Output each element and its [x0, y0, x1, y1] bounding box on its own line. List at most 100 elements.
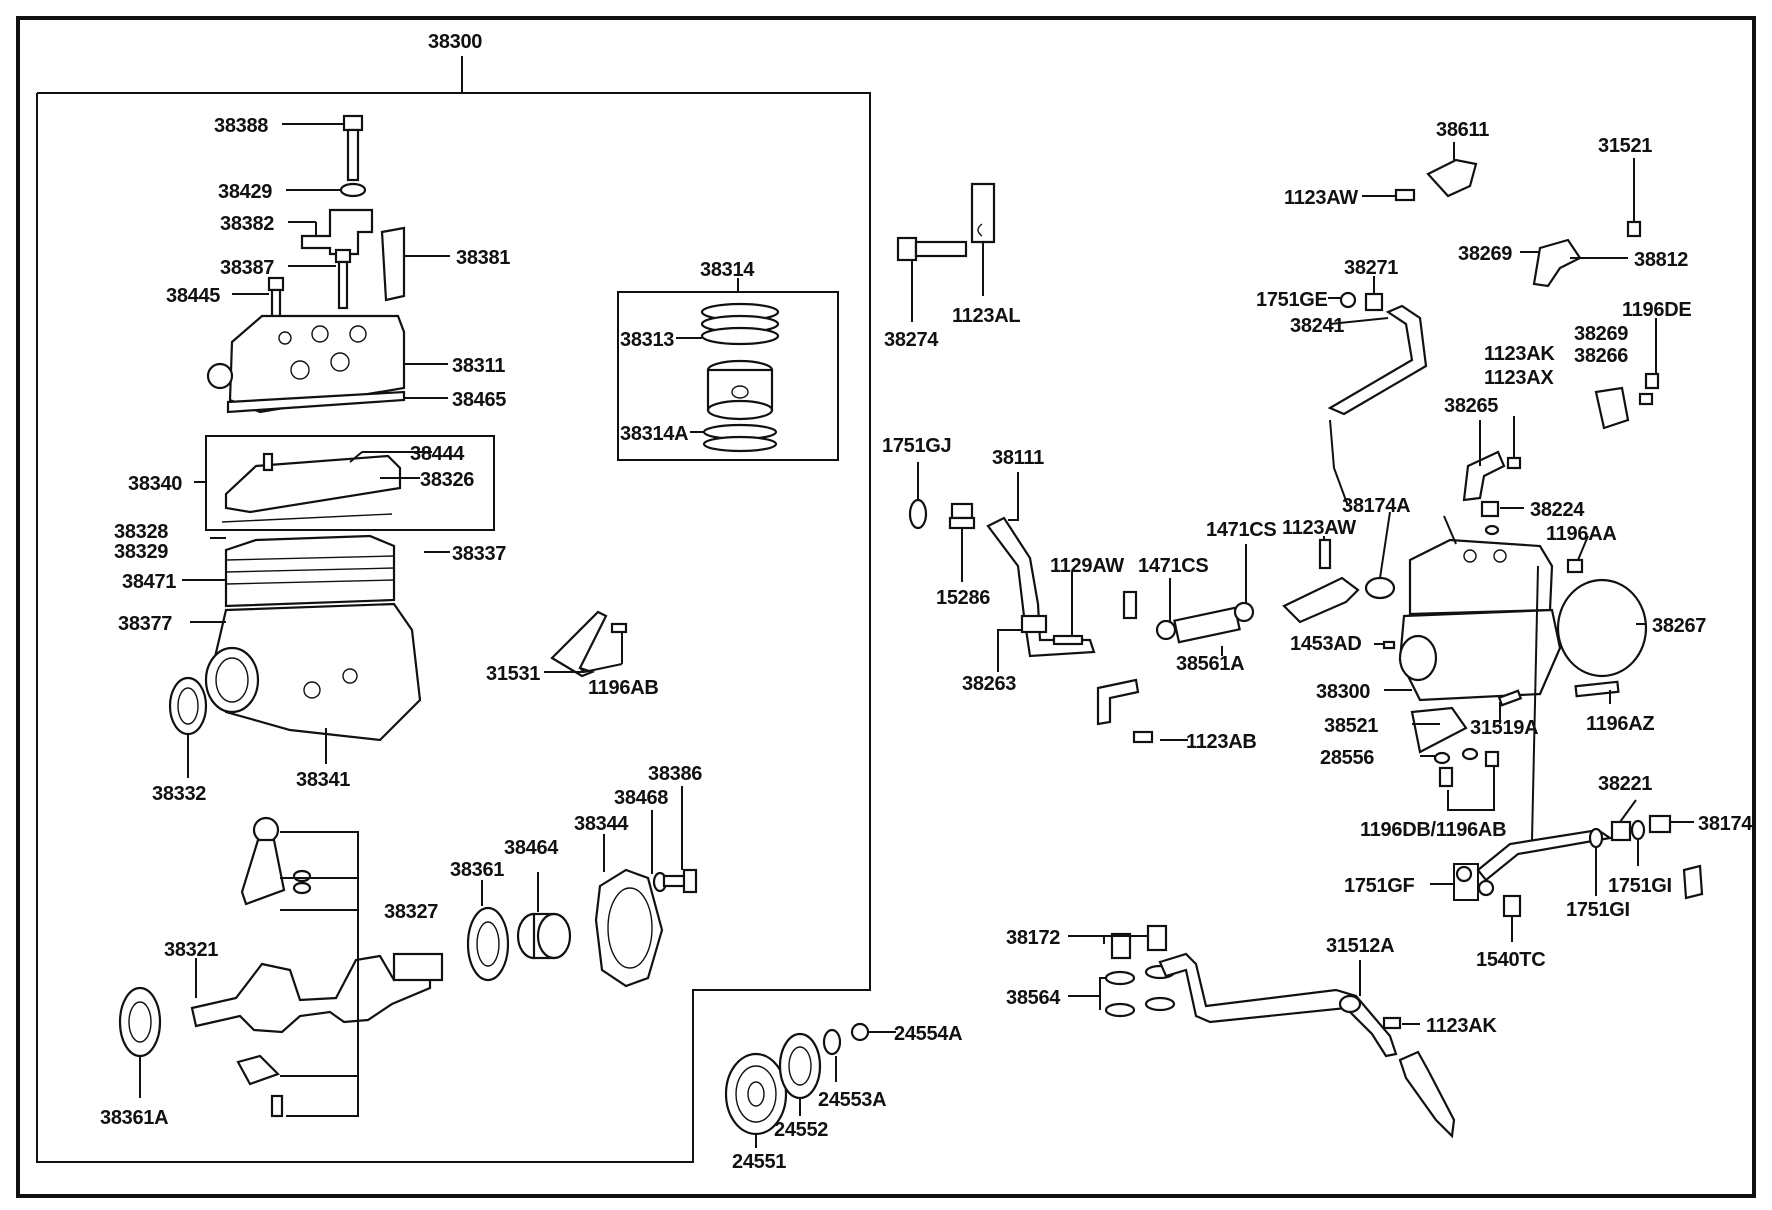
label-38521: 38521 — [1324, 715, 1378, 737]
washer-38564-d — [1144, 996, 1176, 1012]
washer-1751GF-b — [1477, 879, 1495, 897]
screw-1123AB — [1132, 730, 1154, 744]
nut-24554A — [850, 1022, 870, 1042]
bracket-38521 — [1410, 706, 1468, 754]
elbow-38611 — [1426, 158, 1478, 198]
label-1123AW-mid: 1123AW — [1282, 517, 1356, 539]
label-38224: 38224 — [1530, 499, 1585, 521]
label-38332: 38332 — [152, 783, 206, 805]
label-1751GF: 1751GF — [1344, 875, 1415, 897]
label-1123AB: 1123AB — [1186, 731, 1256, 753]
piston-38314 — [706, 359, 774, 421]
fitting-38271 — [1364, 292, 1384, 312]
label-31531: 31531 — [486, 663, 540, 685]
label-38265: 38265 — [1444, 395, 1498, 417]
fitting-38174 — [1648, 814, 1672, 834]
end-cover-38344 — [594, 868, 664, 988]
bracket-38265 — [1462, 450, 1506, 502]
label-1751GI-b: 1751GI — [1566, 899, 1630, 921]
label-38341: 38341 — [296, 769, 350, 791]
tube-38561A — [1173, 606, 1241, 644]
washer-28556-b — [1461, 747, 1479, 761]
label-38267: 38267 — [1652, 615, 1706, 637]
label-24554A: 24554A — [894, 1023, 962, 1045]
label-38464: 38464 — [504, 837, 559, 859]
label-38314A: 38314A — [620, 423, 688, 445]
washer-28556-a — [1433, 751, 1451, 765]
part-labels: 38300 38388 38429 38382 38387 38381 3844… — [100, 31, 1754, 1173]
label-38382: 38382 — [220, 213, 274, 235]
label-38564: 38564 — [1006, 987, 1061, 1009]
washer-1751GF-a — [1455, 865, 1473, 883]
label-24551: 24551 — [732, 1151, 786, 1173]
screw-1123AW-top — [1394, 188, 1416, 202]
bracket-31531 — [550, 610, 608, 678]
gear-24551 — [724, 1052, 788, 1136]
washer-1751GI-b — [1630, 819, 1646, 841]
label-1129AW: 1129AW — [1050, 555, 1124, 577]
bracket-38381 — [380, 226, 406, 302]
label-31521: 31521 — [1598, 135, 1652, 157]
plate-38266 — [1594, 386, 1630, 430]
label-1540TC: 1540TC — [1476, 949, 1545, 971]
label-38386: 38386 — [648, 763, 702, 785]
label-38326: 38326 — [420, 469, 474, 491]
bolt-1453AD — [1382, 640, 1396, 650]
crankshaft-38321 — [190, 952, 444, 1034]
piston-rings-38313 — [700, 302, 780, 346]
label-38263: 38263 — [962, 673, 1016, 695]
screw-mid — [1122, 590, 1138, 620]
oil-seal-38332 — [168, 676, 208, 736]
label-38361: 38361 — [450, 859, 504, 881]
label-1196AZ: 1196AZ — [1586, 713, 1654, 735]
bolt-38172-b — [1146, 924, 1168, 952]
valve-plate-38326 — [224, 454, 402, 514]
label-38221: 38221 — [1598, 773, 1652, 795]
screw-31521 — [1626, 220, 1642, 238]
piston-ring-38314A — [702, 423, 778, 453]
bolt-38387 — [334, 248, 352, 310]
crankcase-38341 — [204, 602, 422, 742]
label-1123AL: 1123AL — [952, 305, 1020, 327]
label-38300-mid: 38300 — [1316, 681, 1370, 703]
bolt-1129AW — [1052, 634, 1084, 646]
label-1751GJ: 1751GJ — [882, 435, 951, 457]
oil-seal-38361-inner — [476, 921, 500, 967]
plug-38224 — [1480, 500, 1500, 518]
oil-seal-38332-inner — [177, 687, 199, 725]
clamp-38263 — [1020, 614, 1048, 634]
washer-1751GJ — [908, 498, 928, 530]
label-38328: 38328 — [114, 521, 168, 543]
label-1196DE: 1196DE — [1622, 299, 1691, 321]
label-38174A: 38174A — [1342, 495, 1410, 517]
label-38444: 38444 — [410, 443, 465, 465]
label-38269-b: 38269 — [1574, 323, 1628, 345]
label-38241: 38241 — [1290, 315, 1344, 337]
label-38387: 38387 — [220, 257, 274, 279]
oil-seal-38361 — [466, 906, 510, 982]
label-1196AA: 1196AA — [1546, 523, 1616, 545]
label-38321: 38321 — [164, 939, 218, 961]
label-24552: 24552 — [774, 1119, 828, 1141]
bearing-24552-inner — [788, 1046, 812, 1086]
label-38361A: 38361A — [100, 1107, 168, 1129]
washer-1751GE — [1339, 291, 1357, 309]
bolt-38445 — [267, 276, 285, 322]
label-15286: 15286 — [936, 587, 990, 609]
label-38314: 38314 — [700, 259, 755, 281]
label-1196DB-1196AB: 1196DB/1196AB — [1360, 819, 1506, 841]
bracket-38382 — [300, 208, 374, 256]
bracket-lower — [1096, 678, 1140, 726]
label-38174: 38174 — [1698, 813, 1753, 835]
label-1196AB: 1196AB — [588, 677, 658, 699]
label-38471: 38471 — [122, 571, 176, 593]
label-31519A: 31519A — [1470, 717, 1538, 739]
pipe-38111 — [986, 516, 1096, 658]
label-38172: 38172 — [1006, 927, 1060, 949]
label-1751GI-a: 1751GI — [1608, 875, 1672, 897]
label-38812: 38812 — [1634, 249, 1688, 271]
label-38381: 38381 — [456, 247, 510, 269]
label-38311: 38311 — [452, 355, 505, 377]
bolt-38386 — [662, 868, 698, 894]
